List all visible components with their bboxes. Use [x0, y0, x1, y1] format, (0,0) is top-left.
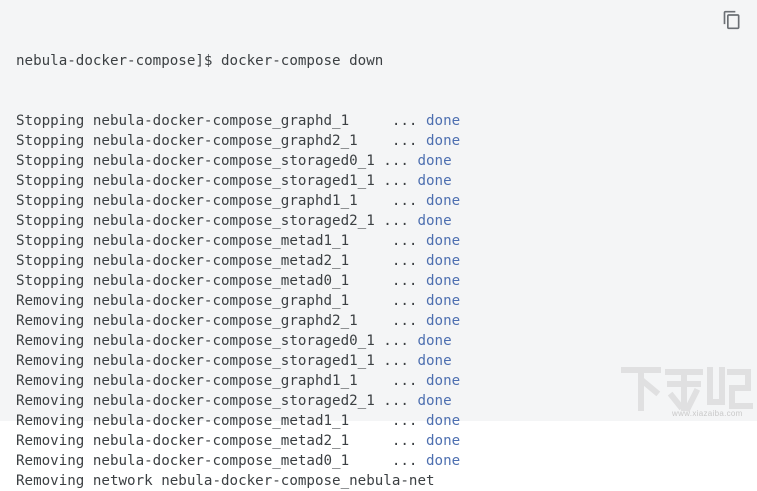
- status-text: done: [426, 313, 461, 329]
- output-line: Removing nebula-docker-compose_graphd1_1…: [16, 371, 460, 391]
- output-line: Removing nebula-docker-compose_graphd_1 …: [16, 291, 460, 311]
- output-line-text: Stopping nebula-docker-compose_storaged2…: [16, 213, 418, 229]
- output-line: Removing nebula-docker-compose_storaged2…: [16, 391, 460, 411]
- output-line-text: Stopping nebula-docker-compose_graphd2_1…: [16, 133, 426, 149]
- output-line: Stopping nebula-docker-compose_graphd1_1…: [16, 191, 460, 211]
- output-line: Removing network nebula-docker-compose_n…: [16, 471, 460, 491]
- output-line-text: Removing nebula-docker-compose_storaged0…: [16, 333, 418, 349]
- status-text: done: [417, 393, 452, 409]
- watermark-logo: [621, 367, 753, 412]
- status-text: done: [426, 433, 461, 449]
- status-text: done: [426, 113, 461, 129]
- status-text: done: [417, 173, 452, 189]
- output-line-text: Removing nebula-docker-compose_graphd2_1…: [16, 313, 426, 329]
- status-text: done: [426, 273, 461, 289]
- output-line-text: Stopping nebula-docker-compose_metad2_1 …: [16, 253, 426, 269]
- output-line: Removing nebula-docker-compose_storaged0…: [16, 331, 460, 351]
- status-text: done: [417, 153, 452, 169]
- output-line: Removing nebula-docker-compose_graphd2_1…: [16, 311, 460, 331]
- status-text: done: [426, 373, 461, 389]
- status-text: done: [426, 293, 461, 309]
- output-line: Removing nebula-docker-compose_metad0_1 …: [16, 451, 460, 471]
- status-text: done: [417, 333, 452, 349]
- output-line: Removing nebula-docker-compose_metad2_1 …: [16, 431, 460, 451]
- output-line: Stopping nebula-docker-compose_storaged0…: [16, 151, 460, 171]
- output-line: Stopping nebula-docker-compose_metad2_1 …: [16, 251, 460, 271]
- output-line: Stopping nebula-docker-compose_graphd2_1…: [16, 131, 460, 151]
- output-line-text: Removing nebula-docker-compose_metad2_1 …: [16, 433, 426, 449]
- status-text: done: [426, 413, 461, 429]
- output-line: Stopping nebula-docker-compose_metad0_1 …: [16, 271, 460, 291]
- output-line-text: Stopping nebula-docker-compose_metad0_1 …: [16, 273, 426, 289]
- status-text: done: [426, 233, 461, 249]
- status-text: done: [417, 353, 452, 369]
- output-line-text: Removing nebula-docker-compose_graphd1_1…: [16, 373, 426, 389]
- output-line-text: Stopping nebula-docker-compose_graphd1_1…: [16, 193, 426, 209]
- status-text: done: [426, 133, 461, 149]
- output-line: Stopping nebula-docker-compose_metad1_1 …: [16, 231, 460, 251]
- output-line-text: Removing nebula-docker-compose_metad0_1 …: [16, 453, 426, 469]
- status-text: done: [417, 213, 452, 229]
- copy-button[interactable]: [722, 10, 742, 30]
- status-text: done: [426, 453, 461, 469]
- output-line: Removing nebula-docker-compose_storaged1…: [16, 351, 460, 371]
- status-text: done: [426, 253, 461, 269]
- output-line-text: Stopping nebula-docker-compose_graphd_1 …: [16, 113, 426, 129]
- output-line-text: Stopping nebula-docker-compose_storaged1…: [16, 173, 418, 189]
- prompt-line: nebula-docker-compose]$ docker-compose d…: [16, 53, 384, 69]
- output-line-text: Removing nebula-docker-compose_storaged1…: [16, 353, 418, 369]
- output-line-text: Removing network nebula-docker-compose_n…: [16, 473, 435, 489]
- watermark-url: www.xiazaiba.com: [672, 409, 743, 418]
- output-line: Stopping nebula-docker-compose_graphd_1 …: [16, 111, 460, 131]
- output-line-text: Removing nebula-docker-compose_graphd_1 …: [16, 293, 426, 309]
- output-line-text: Removing nebula-docker-compose_metad1_1 …: [16, 413, 426, 429]
- output-line: Stopping nebula-docker-compose_storaged1…: [16, 171, 460, 191]
- terminal-output: nebula-docker-compose]$ docker-compose d…: [16, 11, 460, 491]
- output-line: Removing nebula-docker-compose_metad1_1 …: [16, 411, 460, 431]
- output-line: Stopping nebula-docker-compose_storaged2…: [16, 211, 460, 231]
- output-line-text: Removing nebula-docker-compose_storaged2…: [16, 393, 418, 409]
- output-line-text: Stopping nebula-docker-compose_storaged0…: [16, 153, 418, 169]
- output-line-text: Stopping nebula-docker-compose_metad1_1 …: [16, 233, 426, 249]
- copy-icon: [723, 10, 740, 30]
- status-text: done: [426, 193, 461, 209]
